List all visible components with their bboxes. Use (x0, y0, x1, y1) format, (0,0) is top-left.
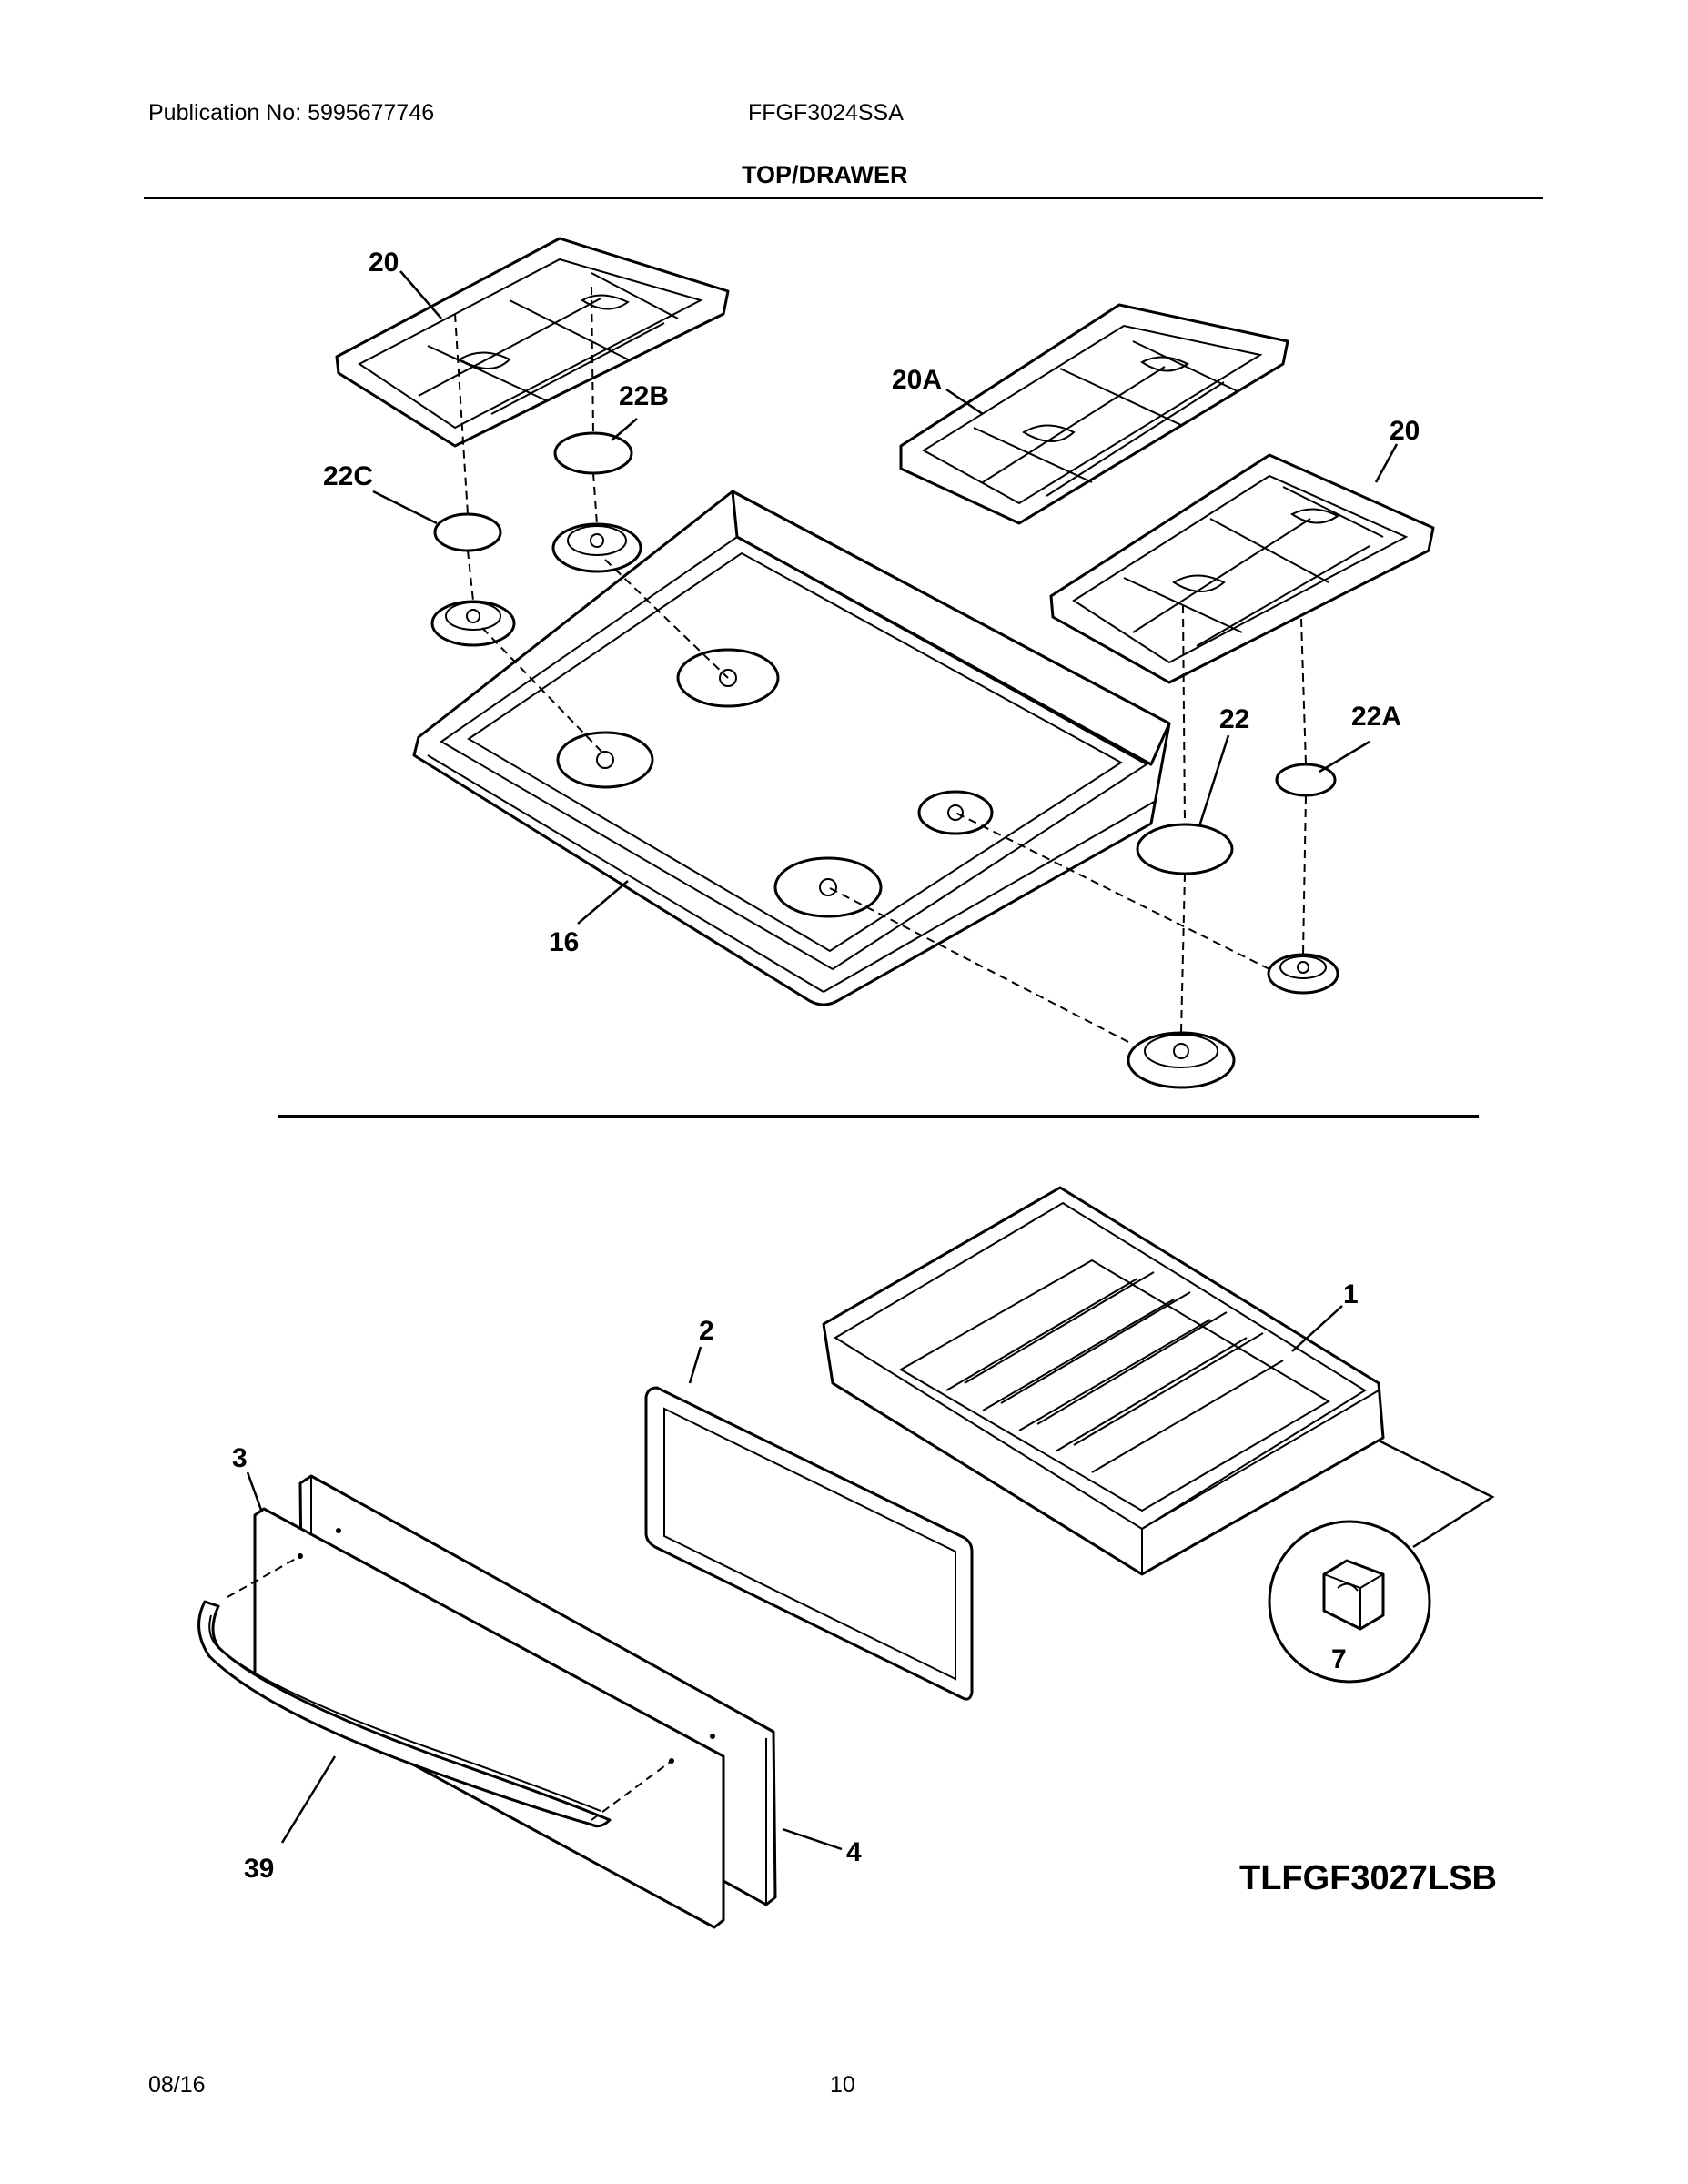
callout-2: 2 (699, 1316, 714, 1346)
callout-4: 4 (846, 1837, 862, 1867)
burner-head-right-rear (1267, 953, 1339, 995)
burner-head-right-front (1127, 1031, 1236, 1089)
drawer-body-part (822, 1186, 1385, 1576)
model-number: FFGF3024SSA (748, 100, 904, 126)
callout-20-left: 20 (369, 248, 399, 278)
callout-16: 16 (549, 927, 579, 957)
grate-center-part (899, 303, 1289, 525)
callout-22: 22 (1219, 704, 1249, 734)
callout-7: 7 (1331, 1644, 1347, 1674)
callout-1: 1 (1343, 1279, 1359, 1309)
drawer-handle-part (197, 1600, 612, 1828)
burner-head-left-rear (551, 522, 642, 573)
burner-cap-22a (1275, 763, 1337, 797)
burner-cap-22c (433, 512, 502, 552)
alignment-lines-top (454, 286, 1307, 1043)
section-title: TOP/DRAWER (742, 161, 908, 188)
alignment-lines-drawer (227, 1555, 672, 1821)
burner-cap-22b (553, 431, 633, 475)
model-label: TLFGF3027LSB (1239, 1859, 1497, 1897)
maintop-part (412, 490, 1171, 1006)
callout-22a: 22A (1351, 702, 1401, 732)
footer-page-number: 10 (830, 2072, 855, 2098)
leader-lines-drawer (246, 1305, 1343, 1851)
burner-head-left-front (430, 600, 516, 647)
detail-clip-part (1268, 1439, 1495, 1684)
callout-39: 39 (244, 1854, 274, 1884)
callout-22c: 22C (323, 461, 373, 491)
callout-3: 3 (232, 1443, 248, 1473)
grate-right-part (1049, 453, 1435, 684)
callout-22b: 22B (619, 381, 669, 411)
footer-date: 08/16 (148, 2072, 206, 2098)
header-rule (144, 197, 1543, 199)
drawer-liner-part (644, 1386, 974, 1701)
callout-20-right: 20 (1390, 416, 1420, 446)
callout-20a: 20A (892, 365, 942, 395)
publication-number: Publication No: 5995677746 (148, 100, 435, 126)
burner-cap-22 (1136, 823, 1234, 875)
leader-lines-top (372, 270, 1399, 925)
grate-left-part (335, 237, 730, 448)
